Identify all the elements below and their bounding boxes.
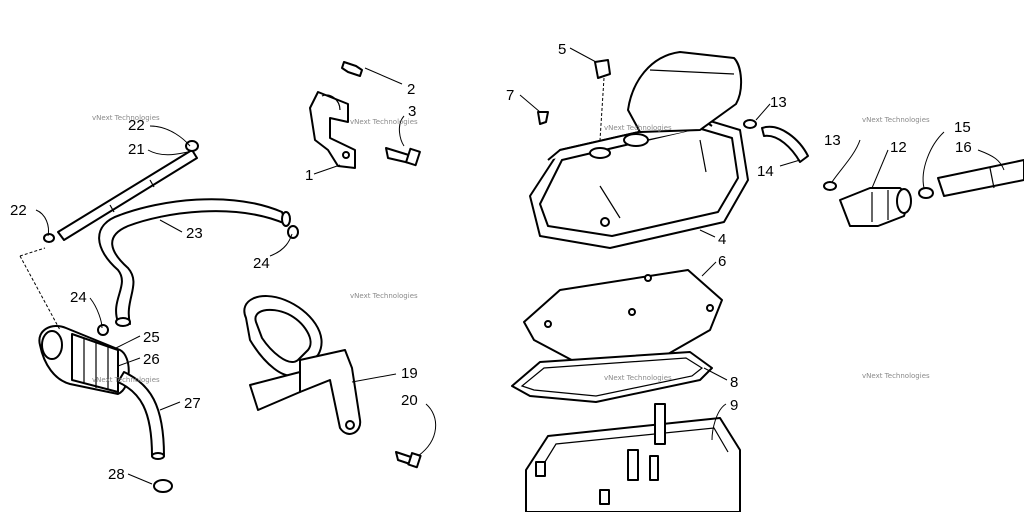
part-8-gasket <box>511 351 713 403</box>
part-22-clamp-top <box>185 140 199 152</box>
part-13-oring-lower <box>823 181 837 191</box>
part-9-airbox-base <box>525 403 741 512</box>
part-27-hose <box>117 371 165 460</box>
callout-3: 3 <box>408 103 416 120</box>
watermark: vNext Technologies <box>92 114 160 122</box>
part-25-26-filter <box>38 325 130 395</box>
part-13-oring-top <box>743 119 757 129</box>
part-22-clamp-left <box>43 233 55 243</box>
callout-5: 5 <box>558 41 566 58</box>
watermark: vNext Technologies <box>350 118 418 126</box>
callout-27: 27 <box>184 395 201 412</box>
callout-24-right: 24 <box>253 255 270 272</box>
part-3-bolt <box>385 147 421 167</box>
callout-9: 9 <box>730 397 738 414</box>
part-4-airbox-cover <box>529 117 749 249</box>
part-23-hose <box>98 198 291 327</box>
part-16-hose <box>937 159 1024 197</box>
part-15-clamp <box>918 187 934 199</box>
leader-lines <box>35 47 1005 485</box>
part-2-bolt <box>341 61 363 77</box>
callout-21: 21 <box>128 141 145 158</box>
callout-20: 20 <box>401 392 418 409</box>
callout-19: 19 <box>401 365 418 382</box>
watermark: vNext Technologies <box>604 374 672 382</box>
callout-15: 15 <box>954 119 971 136</box>
airbox-snorkel <box>627 51 742 133</box>
callout-7: 7 <box>506 87 514 104</box>
part-14-hose <box>761 125 809 163</box>
callout-8: 8 <box>730 374 738 391</box>
part-20-bolt <box>395 451 422 469</box>
callout-12: 12 <box>890 139 907 156</box>
part-24-clamp-right <box>287 225 299 239</box>
callout-25: 25 <box>143 329 160 346</box>
callout-22-top: 22 <box>128 117 145 134</box>
part-21-tube <box>57 149 198 241</box>
callout-22-left: 22 <box>10 202 27 219</box>
callout-28: 28 <box>108 466 125 483</box>
callout-24-left: 24 <box>70 289 87 306</box>
watermark: vNext Technologies <box>862 372 930 380</box>
watermark: vNext Technologies <box>862 116 930 124</box>
callout-23: 23 <box>186 225 203 242</box>
callout-14: 14 <box>757 163 774 180</box>
callout-16: 16 <box>955 139 972 156</box>
callout-4: 4 <box>718 231 726 248</box>
fitting-guide-line <box>599 77 605 141</box>
watermark: vNext Technologies <box>92 376 160 384</box>
callout-6: 6 <box>718 253 726 270</box>
watermark: vNext Technologies <box>350 292 418 300</box>
watermark: vNext Technologies <box>604 124 672 132</box>
part-19-bracket <box>243 295 362 435</box>
part-24-clamp-left <box>97 324 109 336</box>
part-12-elbow <box>839 187 912 227</box>
part-7-screw <box>537 111 549 125</box>
callout-13-lower: 13 <box>824 132 841 149</box>
part-1-bracket <box>309 91 356 169</box>
part-5-fitting <box>594 59 611 79</box>
callout-2: 2 <box>407 81 415 98</box>
part-28-clamp <box>153 479 173 493</box>
callout-13-top: 13 <box>770 94 787 111</box>
routing-line <box>19 247 61 331</box>
callout-1: 1 <box>305 167 313 184</box>
callout-26: 26 <box>143 351 160 368</box>
